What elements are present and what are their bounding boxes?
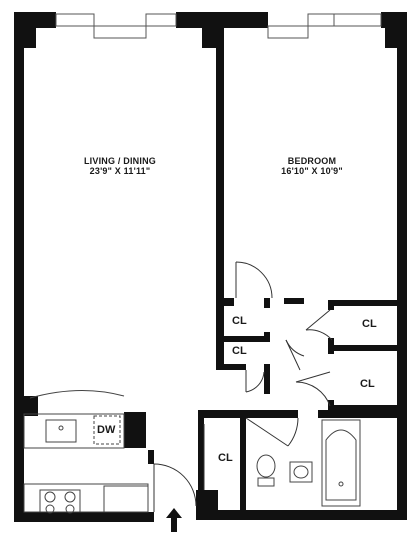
bottom-wall-right [196, 510, 407, 520]
closet-right-bottom-wall [328, 405, 406, 411]
door-swing-cl-left [245, 371, 265, 393]
windows [55, 13, 382, 39]
door-swing-bedroom-closet [235, 261, 273, 299]
closet-right-left-wall-c [328, 400, 334, 411]
living-dining-label: LIVING / DINING 23'9" X 11'11" [70, 156, 170, 176]
door-swing-cl-right-1 [305, 329, 333, 341]
closet-left-side-2 [264, 332, 270, 342]
living-dining-size: 23'9" X 11'11" [89, 166, 151, 176]
window-living-1 [55, 13, 95, 27]
bath-sink [289, 461, 313, 483]
bottom-wall-left [14, 512, 154, 522]
living-dining-name: LIVING / DINING [83, 156, 156, 166]
closet-left-bottom [216, 364, 246, 370]
kitchen [23, 390, 149, 514]
closet-label-hall-left: CL [232, 345, 247, 357]
bathtub-inner [325, 429, 357, 501]
right-wall [397, 12, 407, 520]
closet-left-wall [216, 336, 270, 342]
interior-walls [148, 12, 406, 510]
closet-left-side [264, 298, 270, 308]
door-cl-right-2 [295, 371, 331, 383]
column-kitchen [124, 412, 146, 448]
kitchen-partition [148, 450, 154, 464]
left-wall [14, 12, 24, 522]
bath-left-wall [240, 410, 246, 510]
kitchen-counter [23, 413, 125, 449]
stove [39, 489, 81, 513]
bedroom-name: BEDROOM [287, 156, 337, 166]
door-swing-bath [287, 417, 299, 447]
closet-right-left-wall-b [328, 338, 334, 354]
burner-4-icon [65, 504, 75, 514]
sink [45, 419, 77, 443]
toilet-tank [257, 477, 275, 487]
bath-top-wall-right [318, 410, 406, 418]
door-swing-entry [153, 463, 197, 507]
bedroom-label: BEDROOM 16'10" X 10'9" [262, 156, 362, 176]
bath-sink-basin [293, 465, 309, 479]
column-bottom [196, 490, 218, 510]
closet-label-bath: CL [218, 452, 233, 464]
closet-right-left-wall-a [328, 300, 334, 310]
door-cl-right-1 [305, 309, 331, 331]
door-bath [245, 417, 289, 447]
bedroom-bottom-wall [216, 298, 234, 306]
closet-right-top-wall [328, 300, 406, 306]
dishwasher-label: DW [97, 424, 116, 436]
closet-label-right-bottom: CL [360, 378, 375, 390]
exterior-walls [14, 12, 407, 522]
dishwasher-box [93, 415, 121, 445]
closet-left-side-3 [264, 364, 270, 394]
closet-bottom-left [198, 410, 204, 492]
burner-3-icon [45, 504, 55, 514]
window-living-3 [145, 13, 177, 27]
arrow-up-icon [166, 508, 182, 532]
burner-1-icon [44, 491, 56, 503]
window-bed-3 [333, 13, 382, 27]
window-living-2 [93, 25, 147, 39]
kitchen-lower-counter [23, 483, 149, 513]
window-bed-1 [267, 25, 309, 39]
bathroom-fixtures [256, 419, 361, 507]
kitchen-counter-arc [29, 390, 125, 399]
sink-drain-icon [58, 425, 64, 431]
doors [153, 261, 333, 512]
bedroom-bottom-wall-right [284, 298, 304, 304]
closet-label-bedroom: CL [232, 315, 247, 327]
closet-label-right-top: CL [362, 318, 377, 330]
partition-wall [216, 12, 224, 366]
bath-top-wall-left [198, 410, 298, 418]
toilet-bowl [256, 454, 276, 478]
closet-right-divider [328, 345, 406, 351]
bedroom-size: 16'10" X 10'9" [281, 166, 343, 176]
fridge [103, 485, 149, 513]
bathtub [321, 419, 361, 507]
tub-drain-icon [338, 481, 344, 487]
column-left-mid [14, 396, 38, 416]
door-swing-cl-right-2 [295, 381, 331, 407]
burner-2-icon [64, 491, 76, 503]
window-bed-2 [307, 13, 335, 27]
door-swing-hall [285, 339, 305, 357]
